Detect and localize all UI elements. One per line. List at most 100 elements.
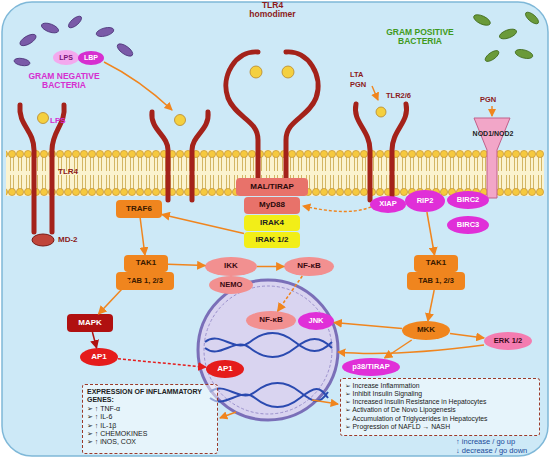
part-label: PGN xyxy=(480,96,510,104)
kinase-box: TAB 1, 2/3 xyxy=(116,272,174,290)
signal-arrow xyxy=(427,212,435,255)
signal-arrow xyxy=(92,332,96,348)
bullet-item: ➢ ↑ TNF-α xyxy=(87,405,120,413)
node-label: TAB 1, 2/3 xyxy=(127,277,163,285)
key-note: ↑ increase / go up xyxy=(456,438,548,446)
kinase-box: IRAK 1/2 xyxy=(244,232,300,248)
gram-negative-bacteria xyxy=(95,26,114,38)
effect-box: ➢ Increase Inflammation➢ Inhibit Insulin… xyxy=(340,378,540,436)
gram-positive-bacteria xyxy=(472,13,492,28)
signal-arrow xyxy=(334,323,402,329)
node-label: IKK xyxy=(224,262,238,271)
node-label: TRAF6 xyxy=(126,205,152,214)
signal-arrow xyxy=(450,334,484,338)
kinase-ellipse: p38/TIRAP xyxy=(342,358,400,376)
part-label: PGN xyxy=(350,81,380,89)
transcription-factor: NF-κB xyxy=(246,311,296,330)
signal-arrows xyxy=(104,62,492,418)
gram-negative-bacteria xyxy=(14,14,135,67)
protein-ellipse: RIP2 xyxy=(405,190,445,212)
gram-positive-bacteria xyxy=(472,10,540,63)
node-label: NF-κB xyxy=(259,316,283,325)
node-label: MAPK xyxy=(78,319,102,328)
ligand-dots xyxy=(38,113,49,124)
gram-positive-bacteria xyxy=(524,10,541,26)
kinase-box: TAK1 xyxy=(414,255,458,272)
part-label: NOD1/NOD2 xyxy=(458,130,528,138)
node-label: BIRC2 xyxy=(457,196,480,204)
kinase-box: TRAF6 xyxy=(116,200,162,218)
signal-arrow xyxy=(99,272,139,314)
gram-positive-bacteria xyxy=(498,27,518,41)
node-label: AP1 xyxy=(91,353,107,362)
box-heading: EXPRESSION OF INFLAMMATORY GENES: xyxy=(87,388,213,405)
node-label: TAK1 xyxy=(426,259,446,268)
protein-ellipse: BIRC3 xyxy=(447,216,489,234)
kinase-ellipse: MKK xyxy=(402,321,450,340)
node-label: RIP2 xyxy=(417,197,434,205)
part-label: GRAM POSITIVE BACTERIA xyxy=(370,28,470,47)
tlr-receptors xyxy=(192,112,208,200)
bullet-item: ➢ Accumulation of Triglycerides in Hepat… xyxy=(345,415,487,423)
signal-arrow xyxy=(385,340,412,358)
signal-arrow xyxy=(257,266,284,268)
part-label: LTA xyxy=(350,71,380,79)
protein-ellipse: XIAP xyxy=(370,196,406,213)
node-label: ERK 1/2 xyxy=(494,337,522,345)
signal-arrow xyxy=(168,264,205,265)
signal-arrow xyxy=(118,359,206,367)
node-label: MAL/TIRAP xyxy=(250,183,294,192)
gram-positive-bacteria xyxy=(483,49,500,64)
tlr-receptors xyxy=(355,104,370,200)
gram-negative-bacteria xyxy=(67,14,84,30)
node-label: NEMO xyxy=(220,281,243,289)
gram-positive-bacteria xyxy=(514,48,533,60)
node-label: p38/TIRAP xyxy=(352,363,390,371)
node-label: XIAP xyxy=(379,200,397,208)
part-label: TLR4 homodimer xyxy=(245,1,300,20)
protein-ellipse: BIRC2 xyxy=(447,191,489,209)
transcription-factor: AP1 xyxy=(80,348,118,366)
part-label: GRAM NEGATIVE BACTERIA xyxy=(18,72,110,91)
node-label: IRAK4 xyxy=(260,219,284,228)
nucleus xyxy=(210,389,328,407)
transcription-factor: NF-κB xyxy=(284,257,334,276)
signal-arrows xyxy=(491,106,492,116)
kinase-box: MAPK xyxy=(67,314,113,332)
tlr-receptors xyxy=(392,104,407,200)
protein-bubble: LBP xyxy=(78,51,104,65)
kinase-box: IRAK4 xyxy=(244,215,300,231)
signal-arrows xyxy=(312,400,338,404)
effect-box: EXPRESSION OF INFLAMMATORY GENES:➢ ↑ TNF… xyxy=(82,384,218,454)
signal-arrows xyxy=(372,86,378,100)
node-label: MKK xyxy=(417,326,435,335)
adaptor-box: MAL/TIRAP xyxy=(236,178,308,196)
part-label: TLR4 xyxy=(58,168,88,177)
node-label: JNK xyxy=(308,317,323,325)
bullet-item: ➢ Progression of NAFLD → NASH xyxy=(345,423,450,431)
node-label: LPS xyxy=(59,54,73,62)
bullet-item: ➢ Inhibit Insulin Signaling xyxy=(345,390,422,398)
transcription-factor: AP1 xyxy=(206,360,244,378)
gram-negative-bacteria xyxy=(18,32,38,48)
kinase-ellipse: ERK 1/2 xyxy=(484,332,532,350)
tlr-receptors xyxy=(152,112,168,200)
node-label: TAK1 xyxy=(136,259,156,268)
protein-ellipse: IKK xyxy=(205,257,257,276)
bullet-item: ➢ ↑ IL-6 xyxy=(87,413,112,421)
lipid-bilayer xyxy=(6,150,544,196)
ligand-dots xyxy=(250,66,262,78)
gram-negative-bacteria xyxy=(40,21,60,35)
node-label: MyD88 xyxy=(259,201,285,210)
nucleus xyxy=(204,286,332,414)
node-label: TAB 1, 2/3 xyxy=(418,277,454,285)
signal-arrows xyxy=(104,62,172,110)
node-label: NF-κB xyxy=(297,262,321,271)
nucleus xyxy=(198,280,338,420)
tlr-receptors xyxy=(20,105,34,232)
bullet-item: ➢ Activation of De Novo Lipogenesis xyxy=(345,406,456,414)
part-label: TLR2/6 xyxy=(386,92,426,100)
